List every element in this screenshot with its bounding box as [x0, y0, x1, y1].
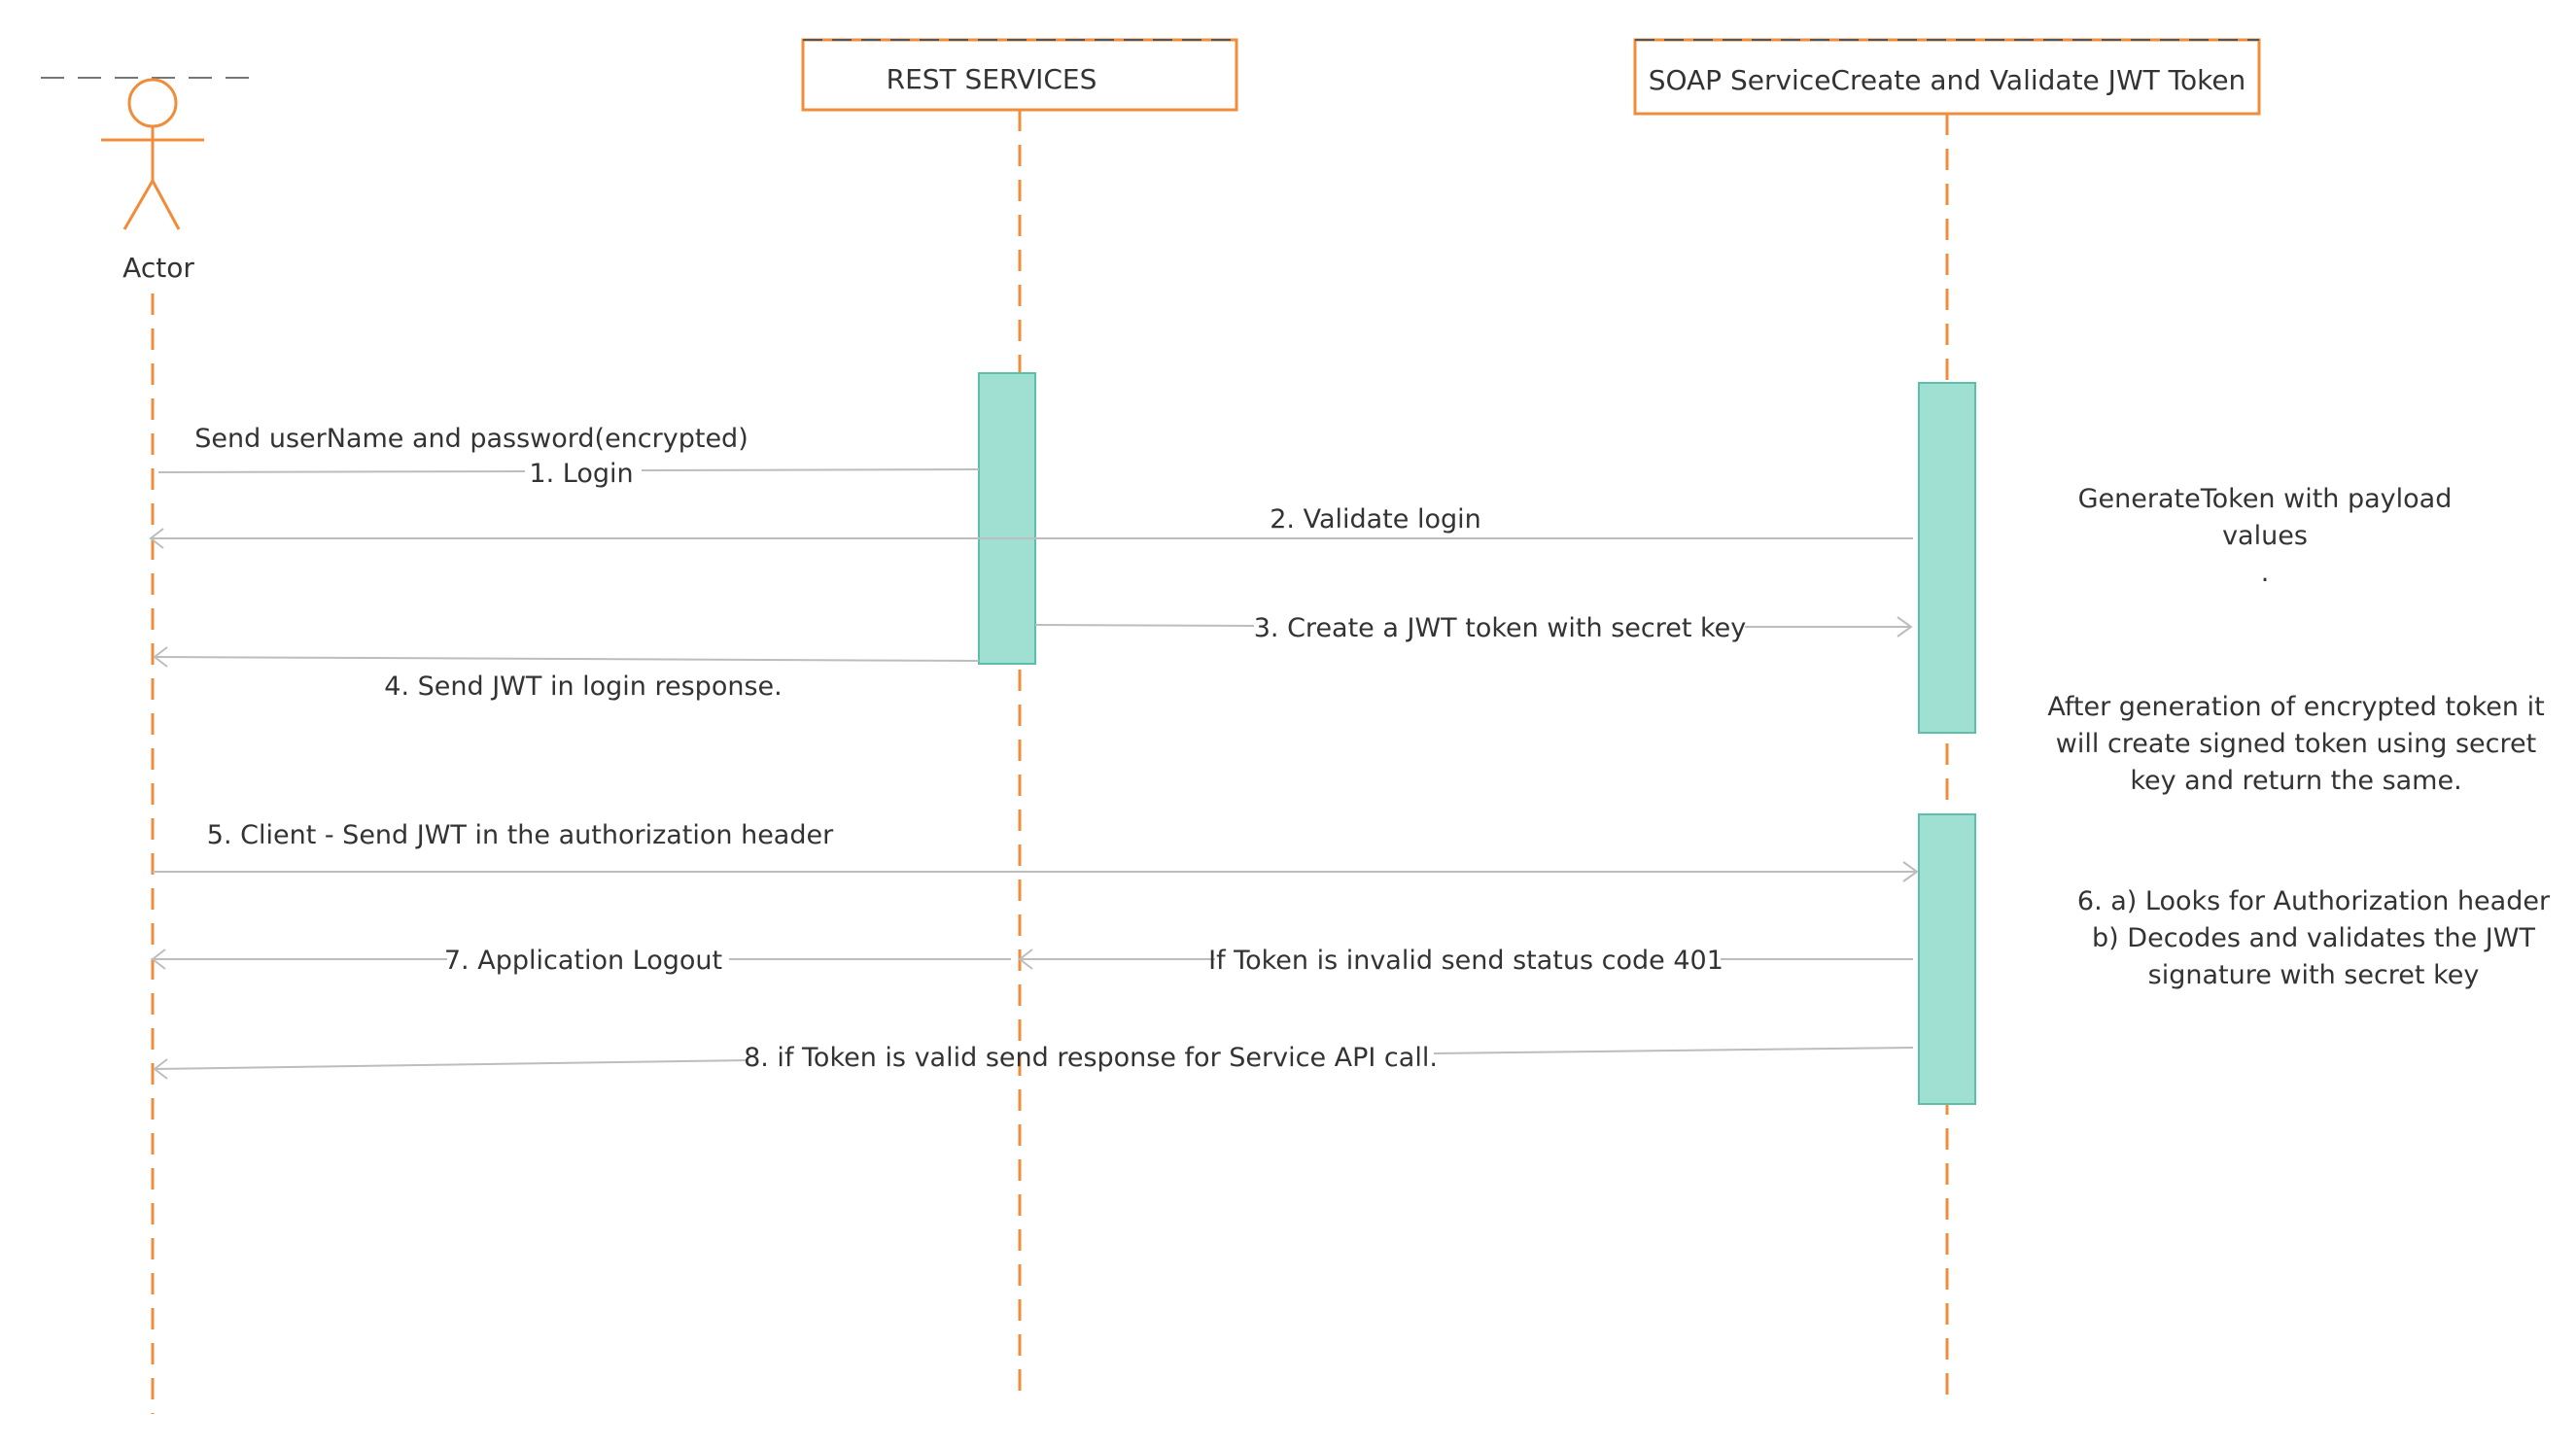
message-401-arrowhead — [1018, 948, 1033, 970]
svg-text:.: . — [2261, 558, 2270, 588]
message-4-label: 4. Send JWT in login response. — [384, 672, 782, 702]
note-generate-token: GenerateToken with payload values . — [2078, 484, 2453, 588]
note-after-generation: After generation of encrypted token it w… — [2047, 692, 2544, 796]
message-5-label: 5. Client - Send JWT in the authorizatio… — [207, 820, 834, 850]
message-1-label-line1: Send userName and password(encrypted) — [194, 424, 748, 454]
message-8-label: 8. if Token is valid send response for S… — [744, 1043, 1438, 1073]
actor-label: Actor — [122, 252, 194, 284]
svg-text:After generation of encrypted: After generation of encrypted token it — [2047, 692, 2544, 722]
message-5-client-send-jwt[interactable] — [153, 861, 1919, 882]
stick-figure-actor-icon — [101, 78, 204, 230]
soap-activation-bar-2[interactable] — [1918, 813, 1976, 1105]
svg-text:values: values — [2222, 521, 2308, 551]
message-7-logout[interactable] — [151, 948, 1011, 970]
svg-text:GenerateToken with payload: GenerateToken with payload — [2078, 484, 2453, 514]
message-4-arrowhead — [153, 646, 168, 668]
message-1-label-line2: 1. Login — [529, 459, 633, 489]
soap-service-label: SOAP ServiceCreate and Validate JWT Toke… — [1649, 64, 2246, 96]
rest-services-participant[interactable]: REST SERVICES — [801, 38, 1238, 112]
message-8-valid-response[interactable] — [153, 1047, 1914, 1080]
svg-text:signature with secret key: signature with secret key — [2148, 960, 2480, 990]
rest-activation-bar[interactable] — [978, 372, 1036, 665]
message-7-label: 7. Application Logout — [444, 946, 722, 976]
message-8-arrowhead — [153, 1058, 168, 1080]
message-401-invalid-token[interactable] — [1018, 948, 1913, 970]
soap-activation-bar-1[interactable] — [1918, 382, 1976, 734]
actor-participant[interactable]: Actor — [41, 77, 262, 284]
message-4-send-jwt[interactable] — [153, 646, 980, 668]
message-1-login[interactable] — [157, 468, 980, 473]
soap-service-participant[interactable]: SOAP ServiceCreate and Validate JWT Toke… — [1633, 38, 2261, 116]
svg-text:b) Decodes and validates the J: b) Decodes and validates the JWT — [2092, 923, 2535, 953]
message-2-validate-login[interactable] — [149, 528, 1913, 549]
rest-services-header-box — [801, 38, 1238, 112]
message-5-arrowhead — [1902, 861, 1919, 882]
svg-text:6. a) Looks for Authorization: 6. a) Looks for Authorization header — [2077, 886, 2551, 916]
message-3-arrowhead — [1897, 616, 1913, 638]
svg-text:will create signed token using: will create signed token using secret — [2056, 729, 2536, 759]
message-3-create-jwt[interactable] — [1034, 616, 1913, 638]
rest-services-label: REST SERVICES — [887, 63, 1097, 95]
svg-text:key and return the same.: key and return the same. — [2130, 766, 2461, 796]
message-7-arrowhead — [151, 948, 166, 970]
note-validate-token: 6. a) Looks for Authorization header b) … — [2077, 886, 2551, 990]
message-2-label: 2. Validate login — [1270, 504, 1481, 534]
message-2-arrowhead — [149, 528, 164, 549]
message-401-label: If Token is invalid send status code 401 — [1208, 946, 1723, 976]
message-3-label: 3. Create a JWT token with secret key — [1254, 613, 1747, 643]
